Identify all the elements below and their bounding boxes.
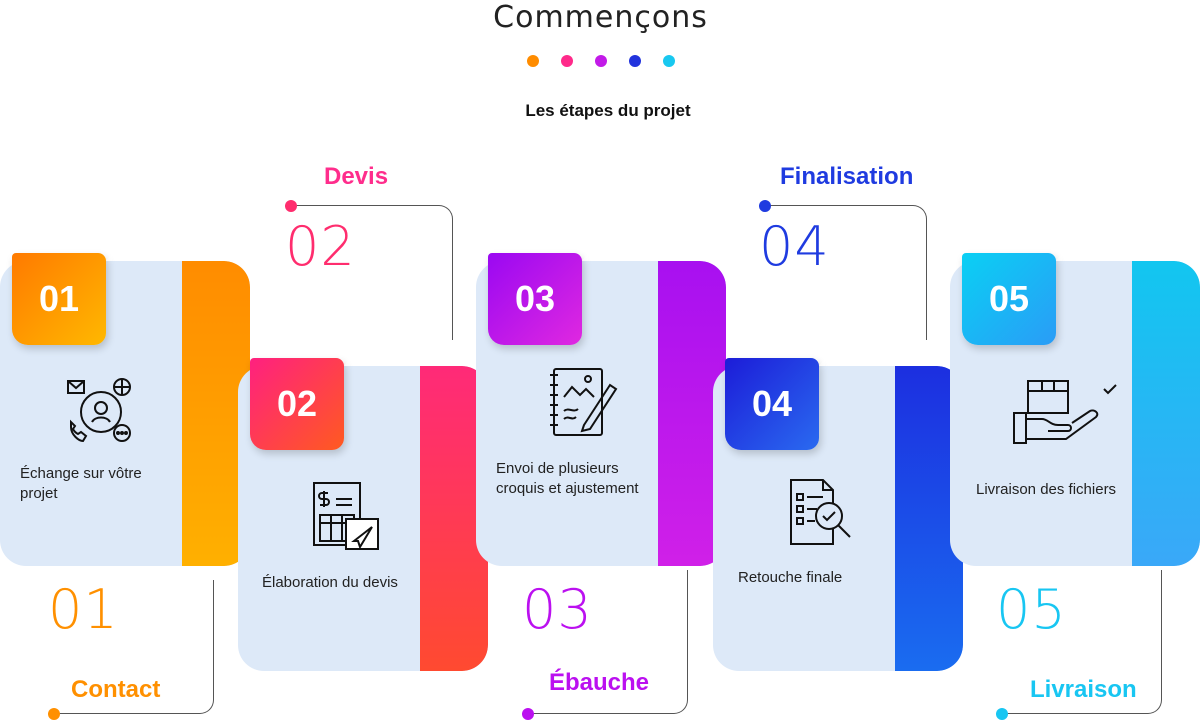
- connector-line-5: [1002, 570, 1162, 714]
- step-card-2: 02 Élaboration du devis: [238, 358, 488, 671]
- card-label: Échange sur vôtre projet: [20, 465, 142, 502]
- card-label: Livraison des fichiers: [976, 481, 1117, 498]
- dot-blue: [628, 55, 641, 67]
- connector-line-1: [54, 580, 214, 714]
- step-label-devis: Devis: [324, 163, 389, 190]
- pin-1: [48, 708, 60, 720]
- connector-line-4: [765, 205, 927, 340]
- contact-network-icon: [67, 378, 131, 443]
- step-label-ebauche: Ébauche: [549, 669, 650, 696]
- step-label-livraison: Livraison: [1030, 676, 1137, 703]
- big-number-3: 03: [522, 578, 593, 641]
- card-label: Élaboration du devis: [262, 574, 398, 591]
- step-card-4: 04 Retouche finale: [713, 358, 963, 671]
- big-number-4: 04: [759, 215, 830, 278]
- package-hand-icon: [1013, 380, 1117, 444]
- connector-line-2: [291, 205, 453, 340]
- step-card-5: 05 Livraison des fichiers: [950, 253, 1200, 566]
- page-title: Commençons: [493, 0, 708, 35]
- step-label-finalisation: Finalisation: [780, 163, 914, 190]
- step-card-1: 01 Échange sur vôtre projet: [0, 253, 250, 566]
- dot-purple: [594, 55, 607, 67]
- color-dots: [0, 55, 1201, 67]
- pin-2: [285, 200, 297, 212]
- step-badge: 01: [12, 253, 112, 345]
- connector-line-3: [528, 570, 688, 714]
- card-label: Envoi de plusieurs croquis et ajustement: [496, 460, 639, 497]
- big-number-1: 01: [48, 578, 119, 641]
- step-badge: 03: [488, 253, 588, 345]
- card-label: Retouche finale: [738, 569, 843, 586]
- big-number-5: 05: [996, 578, 1067, 641]
- invoice-send-icon: [313, 482, 379, 550]
- pin-4: [759, 200, 771, 212]
- pin-3: [522, 708, 534, 720]
- big-number-2: 02: [285, 215, 356, 278]
- step-badge: 02: [250, 358, 350, 450]
- dot-pink: [560, 55, 573, 67]
- pin-5: [996, 708, 1008, 720]
- step-badge: 05: [962, 253, 1062, 345]
- step-label-contact: Contact: [71, 676, 161, 703]
- card-accent-bar: [1132, 261, 1200, 566]
- step-card-3: 03 Envoi de plusieurs croquis et ajustem…: [476, 253, 726, 566]
- page-subtitle: Les étapes du projet: [525, 101, 691, 120]
- dot-orange: [526, 55, 539, 67]
- document-check-icon: [790, 479, 851, 545]
- dot-cyan: [662, 55, 675, 67]
- sketchbook-pencil-icon: [550, 368, 618, 436]
- step-badge: 04: [725, 358, 825, 450]
